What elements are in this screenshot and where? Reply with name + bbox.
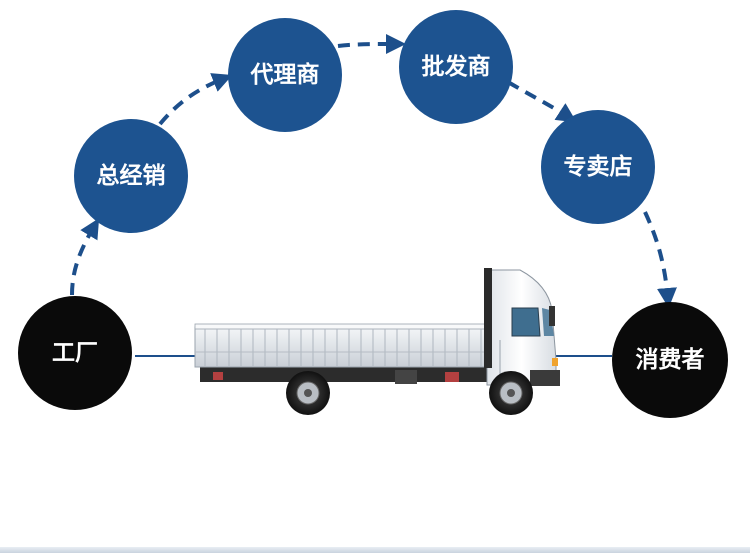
node-specialty-store: 专卖店 [541,110,655,224]
node-factory: 工厂 [18,296,132,410]
node-general-distributor-label: 总经销 [97,162,166,189]
node-agent: 代理商 [228,18,342,132]
node-wholesaler-label: 批发商 [422,53,491,80]
arrow-specialty-store-to-consumer [643,211,677,308]
node-wholesaler: 批发商 [399,10,513,124]
flow-arrows [70,34,677,308]
node-consumer: 消费者 [612,302,728,418]
arrow-factory-to-general-distributor [70,218,100,296]
arrow-wholesaler-to-specialty-store [506,80,577,123]
node-consumer-label: 消费者 [636,347,705,373]
arrow-general-distributor-to-agent [158,73,233,126]
node-general-distributor: 总经销 [74,119,188,233]
node-factory-label: 工厂 [52,340,98,366]
truck-icon [194,268,560,415]
bottom-divider [0,547,750,553]
arrow-agent-to-wholesaler [337,34,406,55]
node-agent-label: 代理商 [250,61,320,88]
node-specialty-store-label: 专卖店 [564,153,633,180]
